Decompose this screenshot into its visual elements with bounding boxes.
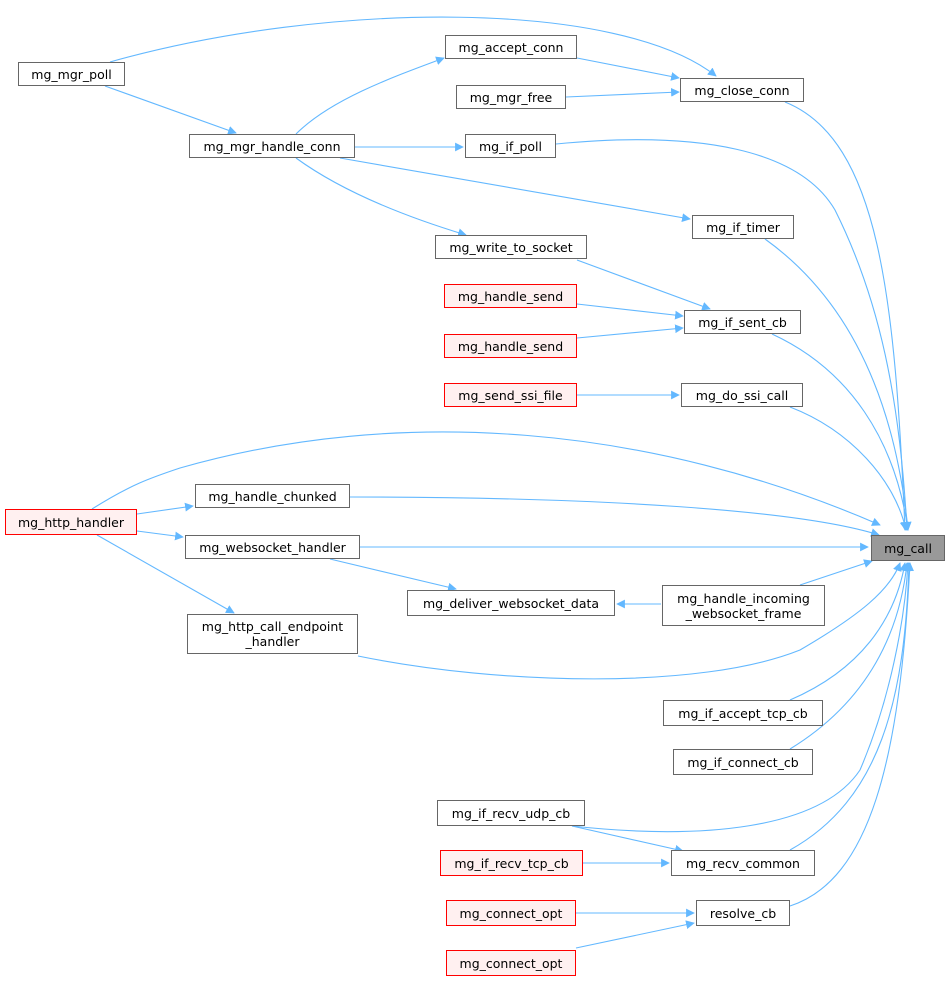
edge-mg-handle-send-2-to-mg-if-sent-cb (576, 324, 684, 339)
node-mg-mgr-poll[interactable]: mg_mgr_poll (18, 62, 125, 86)
node-mg-recv-common[interactable]: mg_recv_common (671, 850, 815, 876)
edge-mg-handle-chunked-to-mg-call (349, 496, 880, 537)
node-mg-connect-opt-2[interactable]: mg_connect_opt (446, 950, 576, 976)
edge-mg-mgr-free-to-mg-close-conn (565, 87, 680, 98)
node-mg-if-recv-udp-cb[interactable]: mg_if_recv_udp_cb (437, 800, 585, 826)
node-mg-do-ssi-call[interactable]: mg_do_ssi_call (681, 383, 803, 407)
edge-mg-if-sent-cb-to-mg-call (771, 333, 912, 531)
node-mg-connect-opt-1[interactable]: mg_connect_opt (446, 900, 576, 926)
node-mg-http-call-endpoint-handler[interactable]: mg_http_call_endpoint _handler (187, 614, 358, 654)
edge-mg-mgr-poll-to-mg-mgr-handle-conn (104, 85, 237, 135)
node-mg-write-to-socket[interactable]: mg_write_to_socket (435, 235, 587, 259)
edge-mg-connect-opt-2-to-resolve-cb (575, 920, 695, 949)
edge-mg-http-call-endpoint-handler-to-mg-call (357, 562, 902, 680)
node-mg-deliver-websocket-data[interactable]: mg_deliver_websocket_data (407, 590, 615, 616)
node-mg-http-handler[interactable]: mg_http_handler (5, 509, 137, 535)
node-mg-if-sent-cb[interactable]: mg_if_sent_cb (684, 310, 801, 334)
node-mg-call[interactable]: mg_call (871, 535, 945, 561)
edge-mg-do-ssi-call-to-mg-call (789, 406, 909, 531)
edge-mg-if-poll-to-mg-call (555, 139, 911, 531)
edge-mg-accept-conn-to-mg-close-conn (576, 57, 680, 81)
edge-mg-if-recv-udp-cb-to-mg-call (571, 562, 912, 833)
edge-mg-mgr-poll-to-mg-close-conn (109, 16, 717, 77)
edge-mg-if-recv-udp-cb-to-mg-recv-common (571, 825, 684, 854)
node-mg-send-ssi-file[interactable]: mg_send_ssi_file (444, 383, 577, 407)
edge-mg-if-accept-tcp-cb-to-mg-call (789, 562, 908, 701)
node-resolve-cb[interactable]: resolve_cb (696, 900, 790, 926)
node-mg-handle-send-1[interactable]: mg_handle_send (444, 284, 577, 308)
node-mg-mgr-free[interactable]: mg_mgr_free (456, 85, 566, 109)
node-mg-if-poll[interactable]: mg_if_poll (465, 134, 556, 158)
edge-mg-handle-send-1-to-mg-if-sent-cb (576, 303, 684, 320)
node-mg-websocket-handler[interactable]: mg_websocket_handler (185, 535, 360, 559)
edge-mg-mgr-handle-conn-to-mg-if-timer (339, 157, 691, 222)
edge-mg-http-handler-to-mg-websocket-handler (136, 530, 184, 541)
node-mg-handle-send-2[interactable]: mg_handle_send (444, 334, 577, 358)
node-mg-handle-chunked[interactable]: mg_handle_chunked (195, 484, 350, 508)
edge-mg-handle-incoming-websocket-frame-to-mg-call (799, 559, 873, 586)
edge-mg-if-connect-cb-to-mg-call (789, 562, 911, 750)
edge-mg-if-timer-to-mg-call (764, 238, 912, 531)
node-mg-mgr-handle-conn[interactable]: mg_mgr_handle_conn (189, 134, 355, 158)
edge-mg-mgr-handle-conn-to-mg-write-to-socket (295, 157, 467, 237)
edge-mg-websocket-handler-to-mg-deliver-websocket-data (329, 558, 457, 592)
node-mg-if-connect-cb[interactable]: mg_if_connect_cb (673, 749, 813, 775)
edge-mg-mgr-handle-conn-to-mg-accept-conn (295, 56, 445, 135)
node-mg-accept-conn[interactable]: mg_accept_conn (445, 35, 577, 59)
edge-mg-http-handler-to-mg-handle-chunked (136, 502, 194, 515)
node-mg-close-conn[interactable]: mg_close_conn (680, 78, 804, 102)
node-mg-if-accept-tcp-cb[interactable]: mg_if_accept_tcp_cb (663, 700, 823, 726)
edge-mg-http-handler-to-mg-call (91, 431, 881, 526)
node-mg-if-timer[interactable]: mg_if_timer (692, 215, 794, 239)
edge-mg-write-to-socket-to-mg-if-sent-cb (576, 259, 711, 311)
node-mg-if-recv-tcp-cb[interactable]: mg_if_recv_tcp_cb (440, 850, 583, 876)
edge-resolve-cb-to-mg-call (789, 562, 914, 907)
edge-mg-http-handler-to-mg-http-call-endpoint-handler (96, 534, 235, 614)
edge-mg-close-conn-to-mg-call (784, 101, 910, 531)
node-mg-handle-incoming-websocket-frame[interactable]: mg_handle_incoming _websocket_frame (662, 585, 825, 626)
